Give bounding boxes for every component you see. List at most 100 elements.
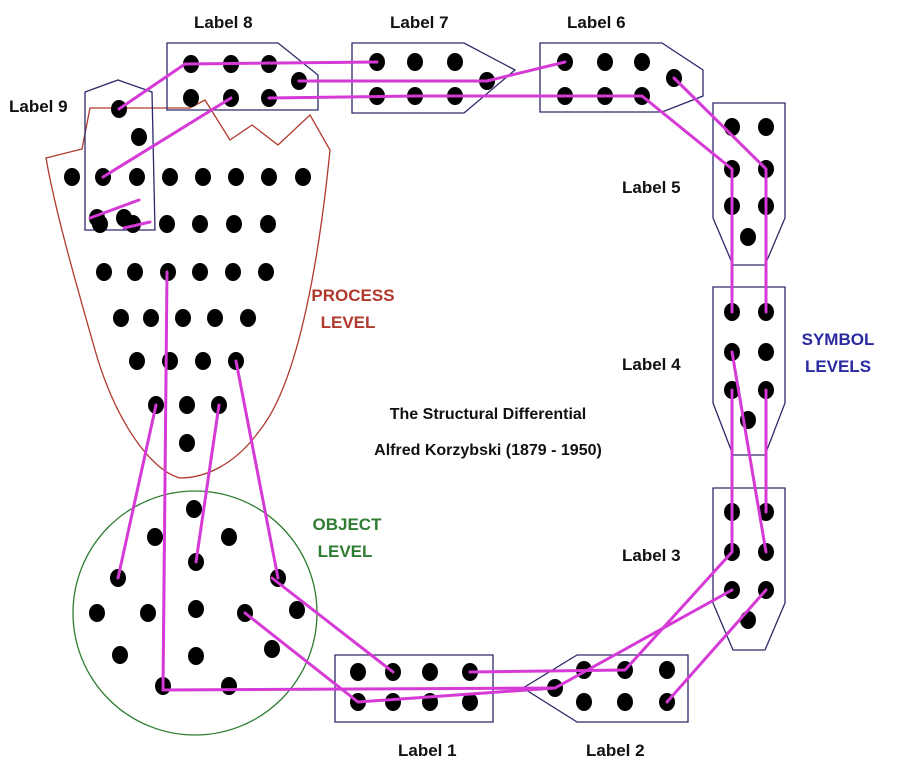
label-3-text: Label 3 — [622, 546, 681, 565]
label-8-text: Label 8 — [194, 13, 253, 32]
process-level-line1: PROCESS — [311, 286, 394, 305]
connection-line — [234, 359, 280, 580]
object-dot — [264, 640, 280, 658]
process-dot — [228, 168, 244, 186]
diagram-subtitle: Alfred Korzybski (1879 - 1950) — [374, 442, 602, 459]
object-dot — [147, 528, 163, 546]
process-dot — [261, 168, 277, 186]
process-dot — [295, 168, 311, 186]
object-dot — [140, 604, 156, 622]
label-2-text: Label 2 — [586, 741, 645, 760]
process-dot — [143, 309, 159, 327]
connection-line — [468, 388, 734, 674]
label-5-dot — [758, 118, 774, 136]
connection-line — [243, 588, 734, 704]
label-7-text: Label 7 — [390, 13, 449, 32]
connection-line — [665, 588, 768, 704]
process-level-line2: LEVEL — [321, 313, 376, 332]
label-2-dot — [576, 693, 592, 711]
object-dot — [221, 528, 237, 546]
label-2-dot — [659, 661, 675, 679]
connection-line — [270, 576, 395, 674]
label-8-box — [166, 42, 319, 111]
label-2-dot — [617, 693, 633, 711]
process-dot — [96, 263, 112, 281]
object-dot — [221, 677, 237, 695]
connection-line — [122, 220, 152, 230]
symbol-levels-line2: LEVELS — [805, 357, 871, 376]
label-4-text: Label 4 — [622, 355, 681, 374]
connection-line — [730, 350, 768, 554]
label-2-box — [521, 654, 689, 723]
process-dot — [175, 309, 191, 327]
label-3-box — [712, 487, 786, 651]
label-4-box — [712, 286, 786, 456]
label-6-text: Label 6 — [567, 13, 626, 32]
process-dot — [179, 434, 195, 452]
process-dot — [162, 352, 178, 370]
connection-line — [297, 60, 567, 83]
connection-line — [194, 403, 221, 564]
label-5-dot — [740, 228, 756, 246]
connection-line — [117, 60, 379, 111]
object-dot — [188, 647, 204, 665]
process-level-outline — [45, 99, 331, 479]
process-dot — [240, 309, 256, 327]
label-7-dot — [447, 53, 463, 71]
connection-line — [161, 270, 557, 692]
connection-line — [88, 198, 141, 220]
connection-line — [672, 76, 768, 314]
process-dot — [113, 309, 129, 327]
diagram-title: The Structural Differential — [390, 406, 586, 423]
label-5-text: Label 5 — [622, 178, 681, 197]
label-9-text: Label 9 — [9, 97, 68, 116]
label-1-dot — [422, 663, 438, 681]
process-dot — [195, 352, 211, 370]
label-7-box — [351, 42, 517, 114]
label-8-dot — [183, 89, 199, 107]
process-dot — [192, 263, 208, 281]
label-7-dot — [407, 53, 423, 71]
process-dot — [195, 168, 211, 186]
process-dot — [127, 263, 143, 281]
process-dot — [129, 168, 145, 186]
object-level-line1: OBJECT — [313, 515, 383, 534]
label-6-box — [539, 42, 704, 113]
object-dot — [289, 601, 305, 619]
label-1-dot — [462, 693, 478, 711]
links-layer — [88, 60, 768, 704]
label-4-dot — [758, 343, 774, 361]
connection-line — [101, 96, 233, 179]
label-6-dot — [634, 53, 650, 71]
label-6-dot — [597, 53, 613, 71]
process-dot — [192, 215, 208, 233]
process-dot — [258, 263, 274, 281]
object-dot — [89, 604, 105, 622]
connection-line — [267, 94, 644, 100]
label-1-dot — [350, 663, 366, 681]
process-dot — [260, 215, 276, 233]
object-dot — [186, 500, 202, 518]
label-1-text: Label 1 — [398, 741, 457, 760]
process-dot — [226, 215, 242, 233]
process-dot — [129, 352, 145, 370]
process-dot — [225, 263, 241, 281]
process-dot — [64, 168, 80, 186]
symbol-levels-line1: SYMBOL — [802, 330, 875, 349]
object-level-line2: LEVEL — [318, 542, 373, 561]
process-dot — [162, 168, 178, 186]
connection-line — [640, 94, 734, 314]
label-1-dot — [385, 693, 401, 711]
process-dot — [131, 128, 147, 146]
dots-layer — [64, 53, 774, 711]
process-dot — [179, 396, 195, 414]
label-3-dot — [740, 611, 756, 629]
label-9-dot — [116, 209, 132, 227]
process-dot — [159, 215, 175, 233]
object-dot — [188, 600, 204, 618]
label-9-box — [84, 79, 156, 231]
object-dot — [112, 646, 128, 664]
label-1-box — [334, 654, 494, 723]
connection-line — [116, 403, 158, 580]
